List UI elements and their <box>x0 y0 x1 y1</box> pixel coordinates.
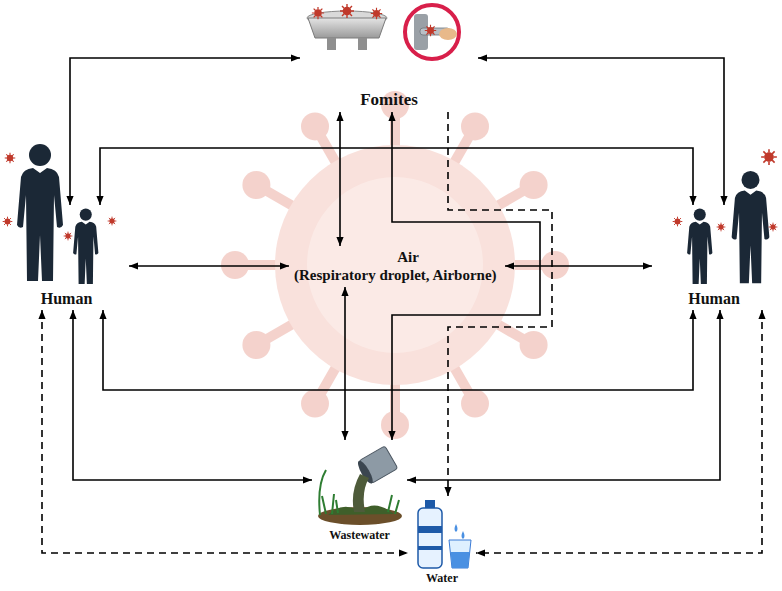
transmission-arrow <box>73 310 312 480</box>
transmission-arrow <box>478 58 724 205</box>
water-icon <box>418 500 471 568</box>
transmission-arrow <box>103 310 693 390</box>
water-icon <box>418 508 442 568</box>
host-node: Human <box>652 205 776 310</box>
transmission-arrow <box>476 310 762 553</box>
virus-particles <box>3 217 13 227</box>
virus-particles <box>673 217 683 227</box>
virus-watermark <box>461 112 489 140</box>
virus-watermark <box>242 171 270 199</box>
fixture-icon <box>371 8 382 19</box>
virus-particles <box>769 223 778 232</box>
door-handle-icon <box>425 25 436 36</box>
fixture-icon <box>358 38 367 50</box>
virus-watermark <box>221 91 569 439</box>
water-icon <box>451 552 470 568</box>
fixture-icon <box>340 4 354 18</box>
water-icon <box>418 546 442 550</box>
virus-watermark <box>301 390 329 418</box>
wastewater-icon <box>353 474 369 512</box>
virus-particles <box>717 223 726 232</box>
virus-watermark <box>541 251 569 279</box>
virus-particles <box>3 149 778 240</box>
transmission-arrow <box>344 287 346 440</box>
water-icon <box>449 540 471 568</box>
wastewater-icon <box>319 470 399 515</box>
medium-node: Air (Respiratory droplet, Airborne) <box>289 246 505 287</box>
transmission-arrow <box>42 310 408 553</box>
water-icon <box>455 524 465 539</box>
virus-watermark <box>221 251 249 279</box>
node-label: Human <box>688 290 740 308</box>
fixture-icon <box>312 7 324 19</box>
virus-watermark <box>461 390 489 418</box>
human-figures <box>687 209 712 284</box>
virus-watermark <box>242 331 270 359</box>
node-label: Air (Respiratory droplet, Airborne) <box>294 249 500 284</box>
virus-particles <box>761 149 777 165</box>
virus-watermark <box>381 411 409 439</box>
transmission-arrow <box>407 310 720 480</box>
door-handle-icon <box>439 28 457 40</box>
human-figures <box>17 144 769 284</box>
transmission-arrow <box>100 148 693 205</box>
virus-particles <box>64 232 73 241</box>
source-node: Fomites <box>300 4 478 112</box>
water-icon <box>418 526 442 533</box>
node-label: Water <box>426 572 458 586</box>
node-label: Fomites <box>360 90 418 110</box>
transmission-arrow <box>129 265 289 267</box>
virus-watermark <box>520 171 548 199</box>
virus-particles <box>108 217 117 226</box>
host-node: Human <box>4 205 129 310</box>
transmission-arrow <box>339 112 341 246</box>
wastewater-icon <box>318 446 402 525</box>
human-figures <box>17 144 63 281</box>
virus-watermark <box>275 145 515 385</box>
transmission-arrow <box>70 58 300 205</box>
transmission-arrow <box>448 112 552 496</box>
fixture-icon <box>307 4 387 50</box>
fixture-icon <box>327 38 336 50</box>
door-handle-icon <box>405 5 459 59</box>
virus-watermark <box>520 331 548 359</box>
reservoir-node: Water <box>408 496 476 588</box>
transmission-arrow <box>505 265 652 267</box>
node-label: Human <box>41 290 93 308</box>
door-handle-icon <box>405 5 459 59</box>
human-figures <box>73 209 98 284</box>
fixture-icon <box>308 18 386 38</box>
node-label: Wastewater <box>329 529 390 543</box>
reservoir-node: Wastewater <box>312 440 407 545</box>
virus-watermark <box>245 115 545 415</box>
virus-watermark <box>301 112 329 140</box>
virus-particles <box>5 153 16 164</box>
human-figures <box>732 171 770 283</box>
water-icon <box>425 500 435 508</box>
